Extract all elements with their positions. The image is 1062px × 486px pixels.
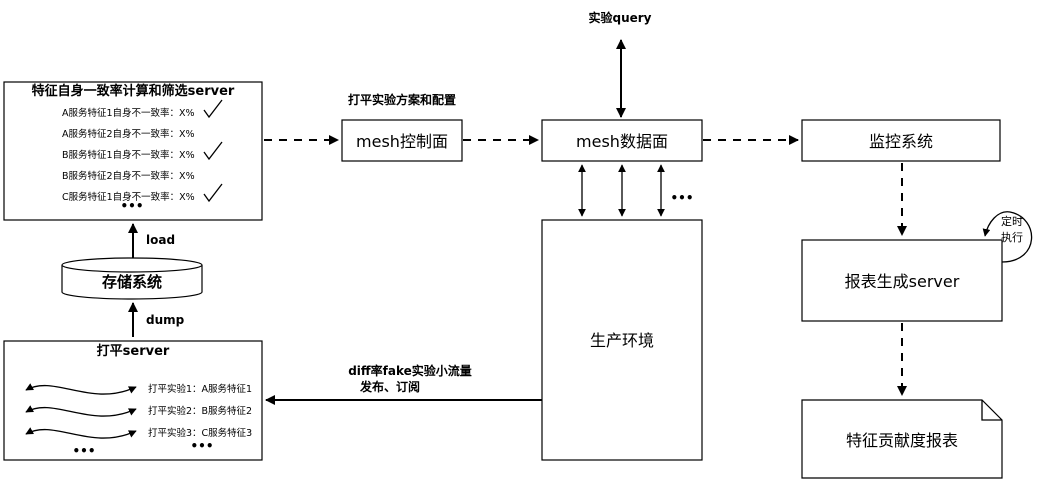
report-doc-label: 特征贡献度报表 bbox=[846, 431, 958, 450]
flatten-row-3: 打平实验3：C服务特征3 bbox=[148, 427, 252, 439]
feature-consistency-server: 特征自身一致率计算和筛选server A服务特征1自身不一致率：X% A服务特征2… bbox=[3, 81, 263, 221]
feature-row-5: C服务特征1自身不一致率：X% bbox=[62, 191, 195, 203]
feature-row-2: A服务特征2自身不一致率：X% bbox=[62, 128, 195, 140]
diff-label-line2: 发布、订阅 bbox=[359, 379, 420, 394]
load-label: load bbox=[146, 233, 175, 247]
production-environment: 生产环境 bbox=[541, 219, 703, 461]
report-generation-server: 报表生成server bbox=[801, 239, 1003, 322]
data-production-arrows bbox=[578, 164, 665, 217]
control-plane-label: mesh控制面 bbox=[356, 132, 448, 151]
flatten-more-right: ••• bbox=[190, 439, 213, 453]
production-label: 生产环境 bbox=[590, 331, 654, 350]
feature-server-title: 特征自身一致率计算和筛选server bbox=[32, 83, 235, 99]
wavy-arrows bbox=[25, 383, 137, 439]
feature-row-4: B服务特征2自身不一致率：X% bbox=[62, 170, 195, 182]
flatten-more-left: ••• bbox=[72, 444, 95, 458]
feature-more: ••• bbox=[120, 199, 143, 213]
monitoring-system: 监控系统 bbox=[801, 119, 1001, 162]
feature-row-1: A服务特征1自身不一致率：X% bbox=[62, 107, 195, 119]
flatten-server: 打平server 打平实验1：A服务特征1 打平实验2：B服务特征2 打平实验3：C… bbox=[3, 340, 263, 461]
timer-label-line2: 执行 bbox=[1001, 230, 1023, 244]
mesh-control-plane: mesh控制面 bbox=[341, 119, 463, 162]
feature-row-3: B服务特征1自身不一致率：X% bbox=[62, 149, 195, 161]
monitor-label: 监控系统 bbox=[869, 132, 933, 151]
data-plane-more: ••• bbox=[670, 191, 693, 205]
checkmark-icon bbox=[203, 183, 223, 203]
diff-label-line1: diff率fake实验小流量 bbox=[348, 363, 472, 378]
checkmark-icon bbox=[203, 141, 223, 161]
config-label: 打平实验方案和配置 bbox=[348, 92, 456, 107]
flatten-row-2: 打平实验2：B服务特征2 bbox=[148, 405, 252, 417]
storage-label: 存储系统 bbox=[102, 273, 162, 291]
experiment-query-label: 实验query bbox=[588, 10, 651, 25]
data-plane-label: mesh数据面 bbox=[576, 132, 668, 151]
flatten-server-title: 打平server bbox=[97, 343, 170, 359]
mesh-data-plane: mesh数据面 bbox=[541, 119, 703, 162]
feature-contribution-report: 特征贡献度报表 bbox=[801, 399, 1003, 479]
timer-loop-arrow bbox=[982, 211, 1033, 263]
flatten-row-1: 打平实验1：A服务特征1 bbox=[148, 383, 252, 395]
dump-label: dump bbox=[146, 313, 185, 327]
storage-system: 存储系统 bbox=[61, 257, 203, 300]
timer-label-line1: 定时 bbox=[1001, 214, 1023, 228]
report-server-label: 报表生成server bbox=[845, 272, 960, 291]
checkmark-icon bbox=[203, 99, 223, 119]
